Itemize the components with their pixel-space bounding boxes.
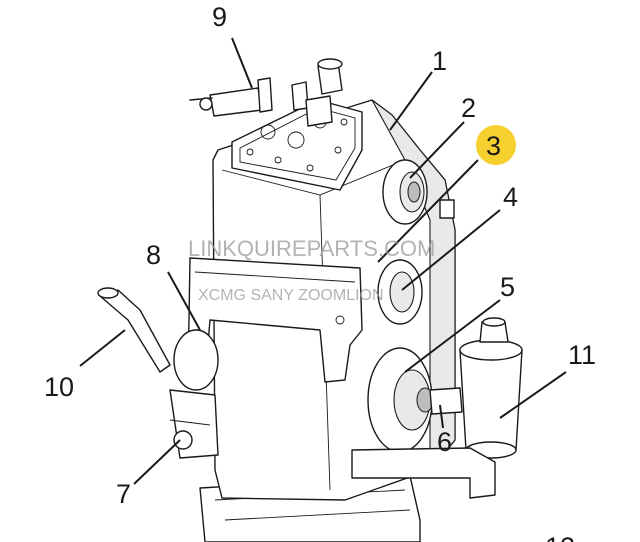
watermark-line1: LINKQUIREPARTS.COM: [188, 236, 435, 261]
callout-5: 5: [500, 272, 515, 302]
callout-leaders: [79, 37, 567, 485]
output-flange-lower: [367, 347, 463, 453]
output-flange-upper: [382, 159, 455, 225]
callout-1: 1: [432, 46, 447, 76]
leader-8: [167, 271, 201, 331]
callout-8: 8: [146, 240, 161, 270]
watermark: LINKQUIREPARTS.COM XCMG SANY ZOOMLION: [188, 236, 435, 304]
leader-2: [409, 121, 465, 179]
callout-10: 10: [44, 372, 74, 402]
callout-12: 12: [545, 532, 575, 542]
callout-9: 9: [212, 2, 227, 32]
control-valve-assembly: [189, 58, 343, 127]
leader-5: [404, 299, 501, 373]
leader-9: [231, 37, 253, 89]
leader-3: [377, 159, 479, 263]
callout-3: 3: [486, 131, 501, 161]
suction-pipe: [97, 287, 171, 373]
callout-11: 11: [568, 340, 596, 370]
callout-labels: 1 2 3 4 5 6 7 8 9 10 11 12: [44, 2, 596, 542]
leader-6: [439, 404, 444, 429]
output-flange-middle: [377, 259, 423, 325]
callout-2: 2: [461, 93, 476, 123]
callout-6: 6: [437, 427, 452, 457]
oil-filter: [351, 317, 523, 499]
charge-pump: [169, 329, 219, 459]
leader-11: [499, 371, 567, 419]
callout-3-highlight-badge: [476, 125, 516, 165]
leader-1: [389, 71, 433, 131]
leader-10: [79, 329, 126, 367]
callout-7: 7: [116, 479, 131, 509]
watermark-line2: XCMG SANY ZOOMLION: [198, 287, 384, 304]
leader-7: [133, 439, 181, 485]
leader-4: [401, 209, 501, 291]
callout-4: 4: [503, 182, 518, 212]
